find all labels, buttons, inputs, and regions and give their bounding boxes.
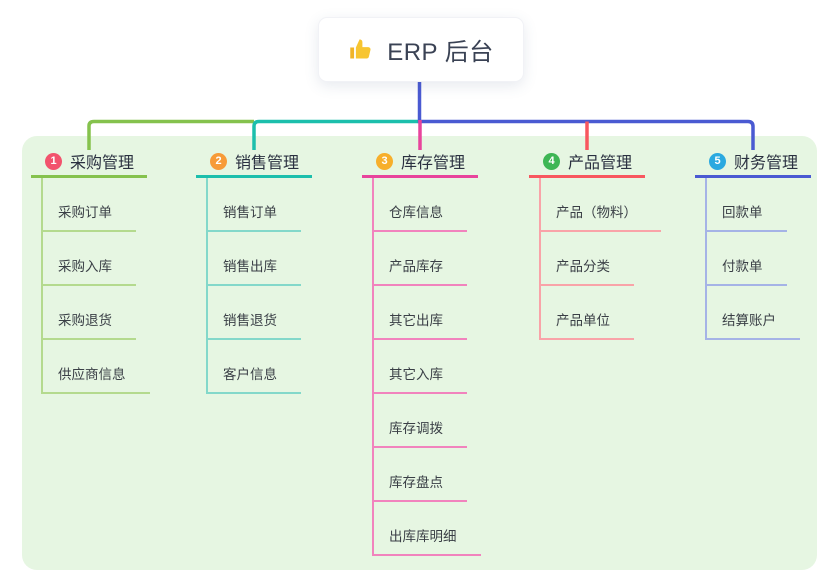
child-row: 产品库存 <box>362 232 481 286</box>
branch-number-badge: 3 <box>376 152 393 170</box>
child-row: 付款单 <box>695 232 800 286</box>
branch-title-sales[interactable]: 2 销售管理 <box>196 147 312 178</box>
child-node[interactable]: 其它入库 <box>372 363 467 394</box>
child-row: 产品分类 <box>529 232 661 286</box>
child-row: 结算账户 <box>695 286 800 340</box>
child-node-label: 产品单位 <box>556 313 610 328</box>
branch-children: 回款单付款单结算账户 <box>695 178 800 340</box>
child-node-label: 付款单 <box>722 259 763 274</box>
child-node-label: 销售出库 <box>223 259 277 274</box>
child-node[interactable]: 库存调拨 <box>372 417 467 448</box>
branch-title-label: 产品管理 <box>568 155 633 172</box>
branch-title-inventory[interactable]: 3 库存管理 <box>362 147 478 178</box>
child-row: 销售订单 <box>196 178 301 232</box>
child-node[interactable]: 其它出库 <box>372 309 467 340</box>
child-node[interactable]: 库存盘点 <box>372 471 467 502</box>
branch-title-purchase[interactable]: 1 采购管理 <box>31 147 147 178</box>
child-row: 产品单位 <box>529 286 661 340</box>
branch-children: 仓库信息产品库存其它出库其它入库库存调拨库存盘点出库库明细 <box>362 178 481 556</box>
branch-title-label: 财务管理 <box>734 155 799 172</box>
child-node-label: 其它出库 <box>389 313 443 328</box>
child-row: 库存调拨 <box>362 394 481 448</box>
branch-number-badge: 5 <box>709 152 726 170</box>
child-row: 其它入库 <box>362 340 481 394</box>
child-row: 其它出库 <box>362 286 481 340</box>
child-node[interactable]: 付款单 <box>705 255 787 286</box>
branch-number-badge: 4 <box>543 152 560 170</box>
child-row: 销售出库 <box>196 232 301 286</box>
child-node-label: 产品分类 <box>556 259 610 274</box>
branch-number-badge: 1 <box>45 152 62 170</box>
child-row: 供应商信息 <box>31 340 150 394</box>
child-node-label: 库存盘点 <box>389 475 443 490</box>
branch-tree-line <box>705 178 707 340</box>
child-node-label: 销售退货 <box>223 313 277 328</box>
child-node[interactable]: 供应商信息 <box>41 363 150 394</box>
child-node[interactable]: 产品库存 <box>372 255 467 286</box>
child-node-label: 采购订单 <box>58 205 112 220</box>
child-node[interactable]: 结算账户 <box>705 309 800 340</box>
child-node-label: 产品（物料） <box>556 205 637 220</box>
child-row: 回款单 <box>695 178 800 232</box>
child-node[interactable]: 仓库信息 <box>372 201 467 232</box>
child-node-label: 采购入库 <box>58 259 112 274</box>
child-row: 仓库信息 <box>362 178 481 232</box>
child-node-label: 销售订单 <box>223 205 277 220</box>
branch-number-badge: 2 <box>210 152 227 170</box>
child-node-label: 供应商信息 <box>58 367 126 382</box>
child-node[interactable]: 客户信息 <box>206 363 301 394</box>
branch-children: 销售订单销售出库销售退货客户信息 <box>196 178 301 394</box>
child-node[interactable]: 销售出库 <box>206 255 301 286</box>
child-row: 客户信息 <box>196 340 301 394</box>
branch-tree-line <box>372 178 374 556</box>
child-row: 采购退货 <box>31 286 150 340</box>
child-node-label: 产品库存 <box>389 259 443 274</box>
child-node-label: 客户信息 <box>223 367 277 382</box>
branch-title-product[interactable]: 4 产品管理 <box>529 147 645 178</box>
child-node-label: 库存调拨 <box>389 421 443 436</box>
child-node[interactable]: 产品（物料） <box>539 201 661 232</box>
child-node[interactable]: 采购入库 <box>41 255 136 286</box>
child-row: 产品（物料） <box>529 178 661 232</box>
branch-children: 采购订单采购入库采购退货供应商信息 <box>31 178 150 394</box>
root-node[interactable]: ERP 后台 <box>318 17 524 82</box>
child-node[interactable]: 产品单位 <box>539 309 634 340</box>
branch-title-label: 销售管理 <box>235 155 300 172</box>
child-row: 库存盘点 <box>362 448 481 502</box>
child-node-label: 回款单 <box>722 205 763 220</box>
child-node[interactable]: 采购退货 <box>41 309 136 340</box>
child-node-label: 采购退货 <box>58 313 112 328</box>
child-node[interactable]: 出库库明细 <box>372 525 481 556</box>
child-node[interactable]: 回款单 <box>705 201 787 232</box>
child-row: 采购订单 <box>31 178 150 232</box>
child-node[interactable]: 销售订单 <box>206 201 301 232</box>
branch-children: 产品（物料） 产品分类产品单位 <box>529 178 661 340</box>
branch-tree-line <box>206 178 208 394</box>
child-node-label: 出库库明细 <box>389 529 457 544</box>
child-row: 销售退货 <box>196 286 301 340</box>
child-row: 出库库明细 <box>362 502 481 556</box>
root-node-label: ERP 后台 <box>387 39 494 66</box>
branch-tree-line <box>41 178 43 394</box>
branch-title-label: 采购管理 <box>70 155 135 172</box>
child-node-label: 仓库信息 <box>389 205 443 220</box>
thumbs-up-icon <box>348 36 375 63</box>
child-node-label: 其它入库 <box>389 367 443 382</box>
branch-tree-line <box>539 178 541 340</box>
child-node[interactable]: 采购订单 <box>41 201 136 232</box>
child-node-label: 结算账户 <box>722 313 776 328</box>
branch-title-finance[interactable]: 5 财务管理 <box>695 147 811 178</box>
child-node[interactable]: 销售退货 <box>206 309 301 340</box>
mindmap-panel <box>22 136 817 570</box>
child-node[interactable]: 产品分类 <box>539 255 634 286</box>
child-row: 采购入库 <box>31 232 150 286</box>
branch-title-label: 库存管理 <box>401 155 466 172</box>
